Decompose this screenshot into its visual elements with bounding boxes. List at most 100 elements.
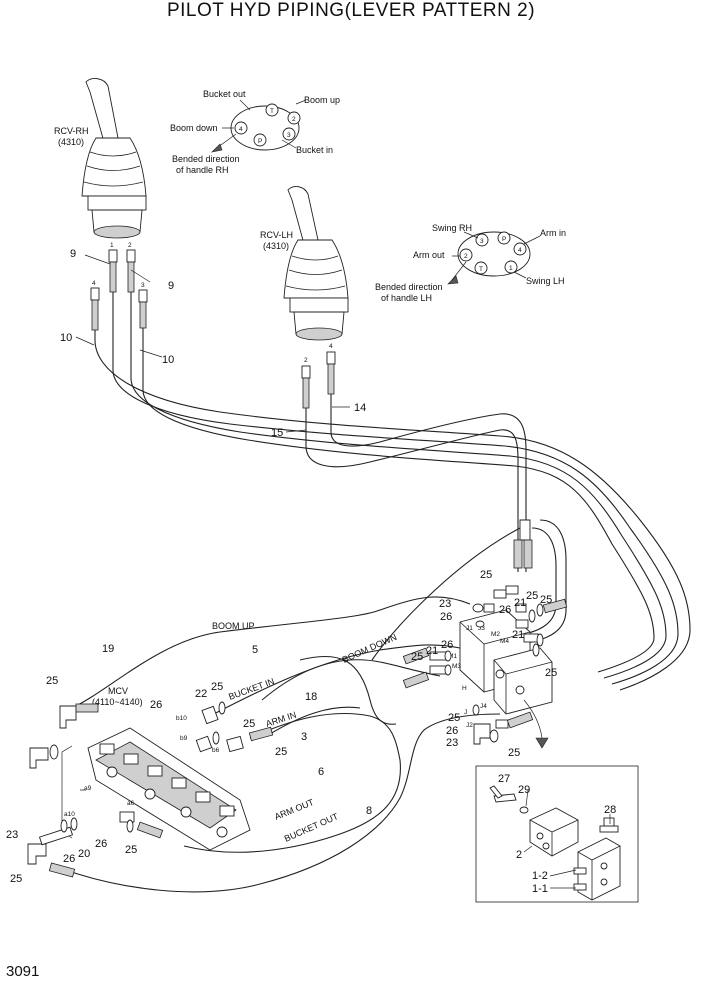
rcv-rh-port-3: 3 (141, 282, 145, 289)
lh-port-1: 1 (509, 265, 513, 272)
rcv-lh-hoses (305, 394, 527, 572)
rh-port-t: T (270, 108, 274, 115)
callout-25-5: 25 (10, 873, 22, 885)
lh-port-t: T (479, 266, 483, 273)
callout-2: 2 (516, 849, 522, 861)
callout-25-12: 25 (448, 712, 460, 724)
callout-25-11: 25 (545, 667, 557, 679)
junction-fittings (402, 519, 568, 745)
callout-5: 5 (252, 644, 258, 656)
callout-10b: 10 (162, 354, 174, 366)
rcv-rh-port-2: 2 (128, 242, 132, 249)
rh-port-4: 4 (239, 126, 243, 133)
mcv-port-a9: a9 (84, 785, 92, 792)
callout-26-7: 26 (446, 725, 458, 737)
callout-1-1: 1-1 (532, 883, 548, 895)
detail-inset-frame (475, 765, 639, 903)
rh-bucket-out: Bucket out (203, 89, 246, 99)
rh-boom-down: Boom down (170, 123, 218, 133)
callout-15: 15 (271, 427, 283, 439)
callout-18: 18 (305, 691, 317, 703)
callout-26-2: 26 (95, 838, 107, 850)
detail-inset-parts (489, 785, 621, 901)
callout-9a: 9 (70, 248, 76, 260)
rcv-lh-name: RCV-LH (260, 230, 293, 240)
rh-bucket-in: Bucket in (296, 145, 333, 155)
lh-port-p: P (502, 236, 506, 243)
mcv-fittings (27, 701, 274, 878)
rcv-rh-name: RCV-RH (54, 126, 89, 136)
lh-swing-rh: Swing RH (432, 223, 472, 233)
rcv-lh-joystick (283, 186, 349, 341)
callout-26-1: 26 (150, 699, 162, 711)
callout-26-3: 26 (63, 853, 75, 865)
mcv-hoses (59, 519, 567, 893)
lh-port-4: 4 (518, 247, 522, 254)
callout-25-6: 25 (125, 844, 137, 856)
rcv-rh-fittings (90, 249, 148, 331)
rcv-lh-port-2: 2 (304, 357, 308, 364)
callout-27: 27 (498, 773, 510, 785)
mcv-port-a10: a10 (64, 811, 75, 818)
block-port-h: H (462, 685, 467, 692)
rcv-rh-port-1: 1 (110, 242, 114, 249)
callout-10a: 10 (60, 332, 72, 344)
rcv-rh-hoses (94, 292, 691, 691)
callout-25-2: 25 (211, 681, 223, 693)
rh-bended-2: of handle RH (176, 165, 229, 175)
hose-label-arm-out: ARM OUT (273, 797, 316, 822)
mcv-port-b6: b6 (212, 747, 220, 754)
lh-swing-lh: Swing LH (526, 276, 565, 286)
callout-9b: 9 (168, 280, 174, 292)
callout-14: 14 (354, 402, 366, 414)
callout-25-1: 25 (46, 675, 58, 687)
callout-3: 3 (301, 731, 307, 743)
lh-port-2: 2 (464, 253, 468, 260)
lh-port-3: 3 (480, 238, 484, 245)
callout-6: 6 (318, 766, 324, 778)
rh-port-3: 3 (287, 132, 291, 139)
rh-port-p: P (258, 138, 262, 145)
rcv-lh-port-4: 4 (329, 343, 333, 350)
block-port-m4: M4 (500, 638, 509, 645)
callout-28: 28 (604, 804, 616, 816)
lh-bended-1: Bended direction (375, 282, 443, 292)
block-port-m2: M2 (491, 631, 500, 638)
pattern-lh-plate (447, 231, 531, 285)
callout-21-2: 21 (512, 629, 524, 641)
rcv-rh-joystick (81, 78, 147, 239)
rh-boom-up: Boom up (304, 95, 340, 105)
callout-21-1: 21 (514, 597, 526, 609)
page-number: 3091 (6, 963, 40, 980)
callout-20: 20 (78, 848, 90, 860)
callout-19: 19 (102, 643, 114, 655)
callout-22: 22 (195, 688, 207, 700)
lh-bended-2: of handle LH (381, 293, 432, 303)
callout-29: 29 (518, 784, 530, 796)
callout-25-10: 25 (411, 651, 423, 663)
callout-25-7: 25 (480, 569, 492, 581)
hose-label-boom-up: BOOM UP (212, 621, 255, 631)
callout-26-6: 26 (441, 639, 453, 651)
callout-25-4: 25 (243, 718, 255, 730)
block-port-j2: J2 (466, 722, 473, 729)
callout-23-2: 23 (439, 598, 451, 610)
callout-26-5: 26 (499, 604, 511, 616)
callout-1-2: 1-2 (532, 870, 548, 882)
callout-26-4: 26 (440, 611, 452, 623)
rcv-rh-port-4: 4 (92, 280, 96, 287)
callout-25-9: 25 (540, 594, 552, 606)
callout-25-8: 25 (526, 590, 538, 602)
hose-label-bucket-in: BUCKET IN (227, 676, 275, 702)
callout-21-3: 21 (426, 645, 438, 657)
page-title: PILOT HYD PIPING(LEVER PATTERN 2) (166, 0, 536, 21)
junction-block (459, 609, 553, 715)
mcv-port-b9: b9 (180, 735, 188, 742)
mcv-name: MCV (108, 686, 128, 696)
callout-23-3: 23 (446, 737, 458, 749)
callout-8: 8 (366, 805, 372, 817)
lh-arm-out: Arm out (413, 250, 445, 260)
rh-bended-1: Bended direction (172, 154, 240, 164)
mcv-port-a6: a6 (127, 800, 135, 807)
